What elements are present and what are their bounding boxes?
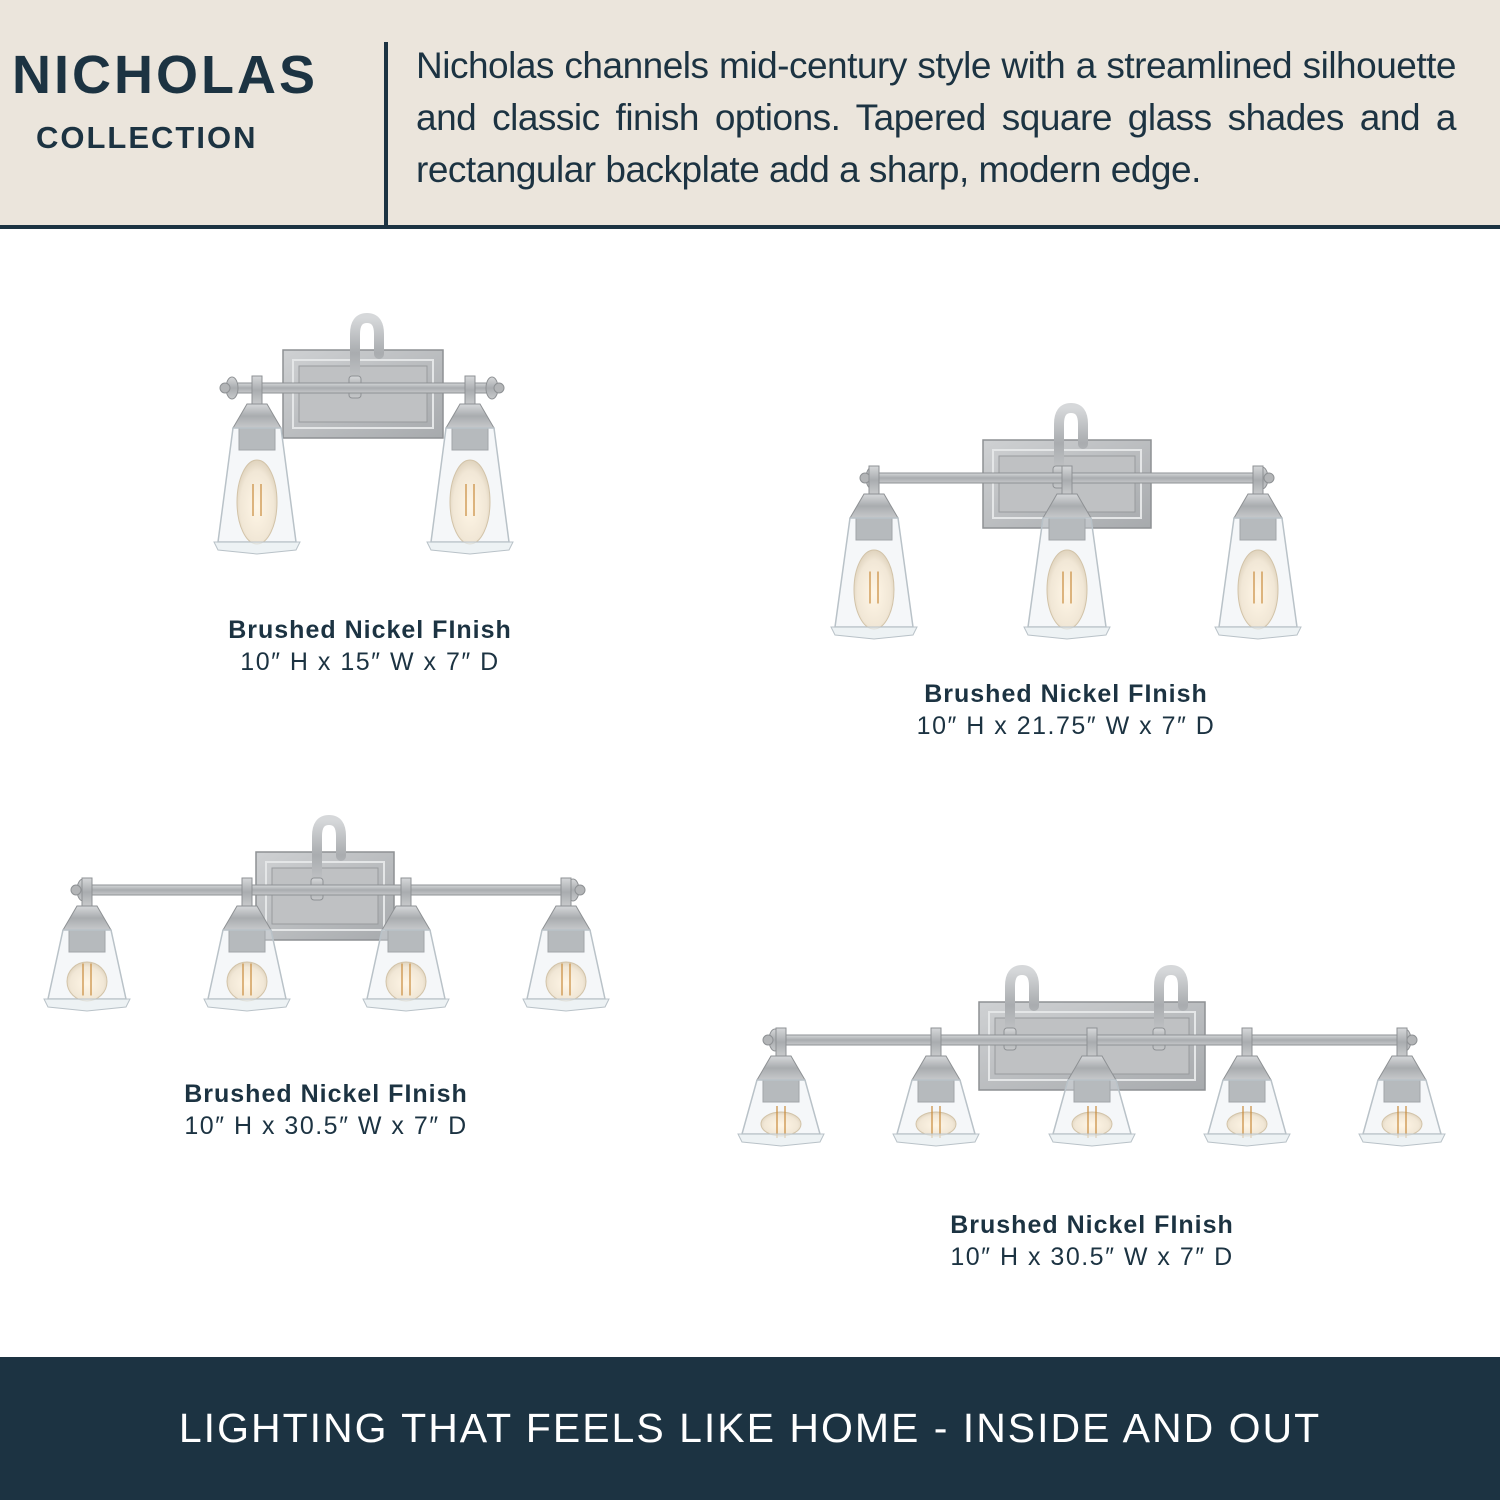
fixture-image-2-light [213,312,514,555]
header-divider [384,42,388,229]
collection-header: NICHOLAS COLLECTION Nicholas channels mi… [0,0,1500,229]
product-dimensions: 10″ H x 30.5″ W x 7″ D [184,1112,468,1140]
collection-description: Nicholas channels mid-century style with… [416,45,1457,190]
product-finish: Brushed Nickel FInish [924,680,1208,708]
fixture-drawing [213,312,514,555]
fixture-drawing [737,964,1446,1147]
product-caption-2-light: Brushed Nickel FInish 10″ H x 15″ W x 7″… [170,614,570,678]
fixture-drawing [830,402,1302,640]
product-caption-5-light: Brushed Nickel FInish 10″ H x 30.5″ W x … [892,1209,1292,1273]
footer-tagline: LIGHTING THAT FEELS LIKE HOME - INSIDE A… [178,1405,1322,1451]
product-dimensions: 10″ H x 21.75″ W x 7″ D [916,712,1216,740]
product-finish: Brushed Nickel FInish [950,1211,1234,1239]
product-caption-3-light: Brushed Nickel FInish 10″ H x 21.75″ W x… [866,678,1266,742]
fixture-image-3-light [830,402,1302,640]
collection-title: NICHOLAS [12,45,318,105]
product-dimensions: 10″ H x 15″ W x 7″ D [240,648,500,676]
product-finish: Brushed Nickel FInish [184,1080,468,1108]
collection-subtitle: COLLECTION [36,120,258,155]
footer-banner: LIGHTING THAT FEELS LIKE HOME - INSIDE A… [0,1357,1500,1500]
product-caption-4-light: Brushed Nickel FInish 10″ H x 30.5″ W x … [126,1078,526,1142]
product-finish: Brushed Nickel FInish [228,616,512,644]
fixture-drawing [43,814,610,1012]
fixture-image-5-light [737,964,1446,1147]
product-dimensions: 10″ H x 30.5″ W x 7″ D [950,1243,1234,1271]
fixture-image-4-light [43,814,610,1012]
